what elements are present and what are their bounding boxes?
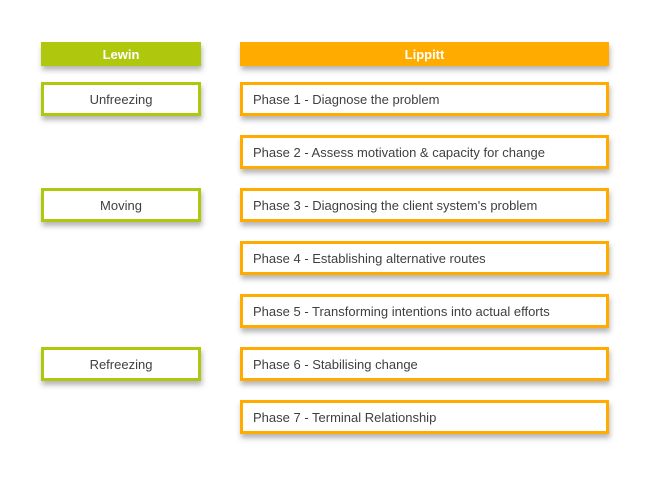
lewin-stage-label: Unfreezing — [89, 91, 153, 107]
lippitt-phase-label: Phase 6 - Stabilising change — [253, 356, 418, 372]
lippitt-phase-label: Phase 5 - Transforming intentions into a… — [253, 303, 550, 319]
lewin-stage-unfreezing: Unfreezing — [41, 82, 201, 116]
lippitt-phase-label: Phase 4 - Establishing alternative route… — [253, 250, 486, 266]
lippitt-phase-5: Phase 5 - Transforming intentions into a… — [240, 294, 609, 328]
lippitt-phase-label: Phase 7 - Terminal Relationship — [253, 409, 437, 425]
lippitt-column-header: Lippitt — [240, 42, 609, 66]
lewin-stage-label: Moving — [100, 197, 142, 213]
lewin-stage-refreezing: Refreezing — [41, 347, 201, 381]
lippitt-phase-3: Phase 3 - Diagnosing the client system's… — [240, 188, 609, 222]
lewin-stage-label: Refreezing — [89, 356, 153, 372]
lippitt-phase-label: Phase 2 - Assess motivation & capacity f… — [253, 144, 545, 160]
lippitt-phase-label: Phase 1 - Diagnose the problem — [253, 91, 440, 107]
lippitt-phase-2: Phase 2 - Assess motivation & capacity f… — [240, 135, 609, 169]
lippitt-phase-7: Phase 7 - Terminal Relationship — [240, 400, 609, 434]
lippitt-phase-4: Phase 4 - Establishing alternative route… — [240, 241, 609, 275]
lewin-stage-moving: Moving — [41, 188, 201, 222]
lippitt-phase-1: Phase 1 - Diagnose the problem — [240, 82, 609, 116]
lewin-column-header: Lewin — [41, 42, 201, 66]
lippitt-phase-6: Phase 6 - Stabilising change — [240, 347, 609, 381]
lippitt-phase-label: Phase 3 - Diagnosing the client system's… — [253, 197, 538, 213]
